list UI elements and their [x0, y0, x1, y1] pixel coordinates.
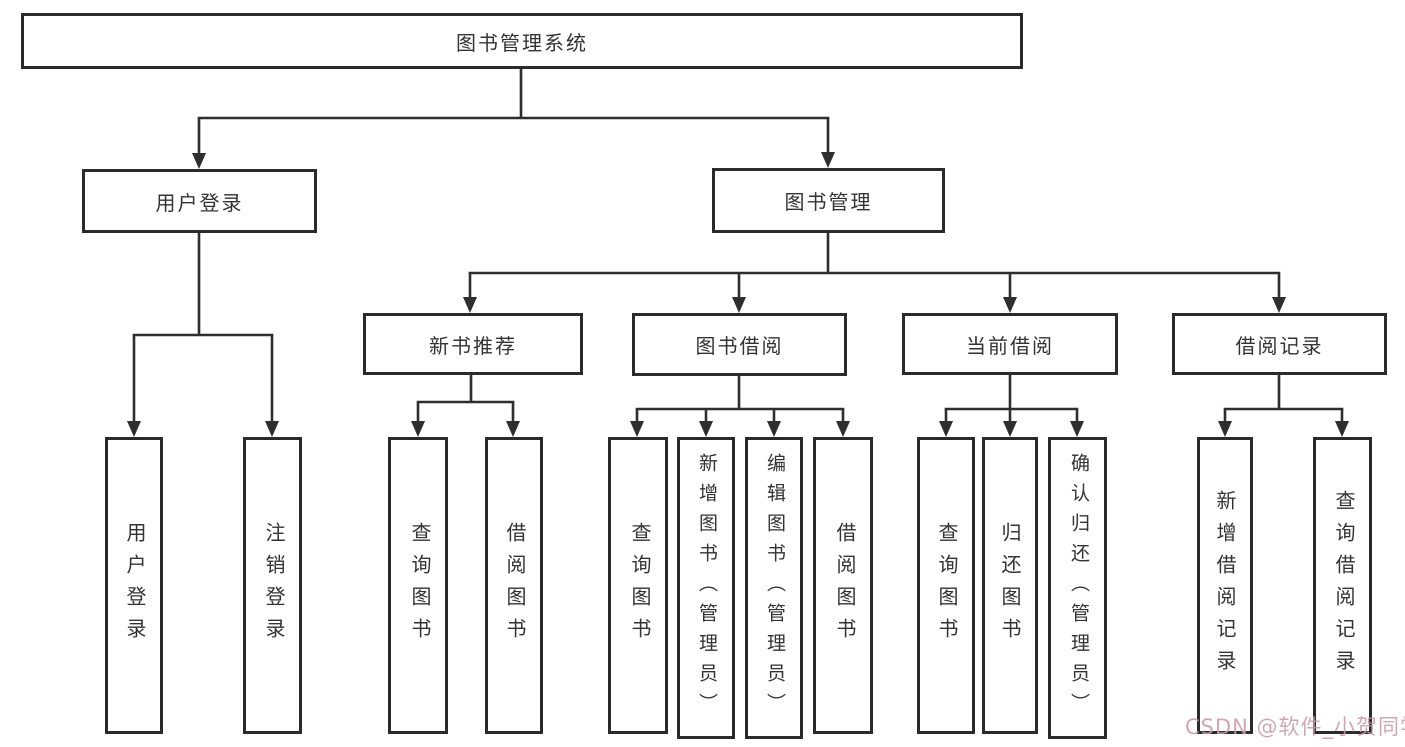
leaf-return-books: 归还图书 [982, 437, 1038, 734]
node-user-login: 用户登录 [82, 169, 317, 233]
leaf-add-books-admin: 新增图书（管理员） [677, 437, 735, 739]
leaf-search-borrow-record: 查询借阅记录 [1313, 437, 1372, 734]
leaf-search-books: 查询图书 [917, 437, 975, 734]
leaf-search-books: 查询图书 [608, 437, 668, 734]
connector-line-group [132, 67, 1344, 423]
watermark-text: CSDN @软件_小贺同学 [1185, 715, 1405, 739]
leaf-confirm-return-admin: 确认归还（管理员） [1048, 437, 1107, 739]
arrowhead-group [127, 152, 1349, 437]
leaf-logout: 注销登录 [243, 437, 302, 734]
leaf-add-borrow-record: 新增借阅记录 [1197, 437, 1253, 734]
node-root: 图书管理系统 [21, 13, 1023, 69]
node-book-borrowing: 图书借阅 [632, 313, 847, 376]
leaf-edit-books-admin: 编辑图书（管理员） [745, 437, 803, 739]
node-new-book-recommend: 新书推荐 [363, 313, 583, 375]
node-book-management: 图书管理 [712, 168, 945, 233]
node-borrowing-records: 借阅记录 [1172, 313, 1387, 375]
node-current-borrowing: 当前借阅 [902, 313, 1118, 375]
leaf-borrow-books: 借阅图书 [813, 437, 873, 734]
leaf-borrow-books: 借阅图书 [485, 437, 543, 734]
leaf-user-login: 用户登录 [105, 437, 163, 734]
leaf-search-books: 查询图书 [388, 437, 448, 734]
